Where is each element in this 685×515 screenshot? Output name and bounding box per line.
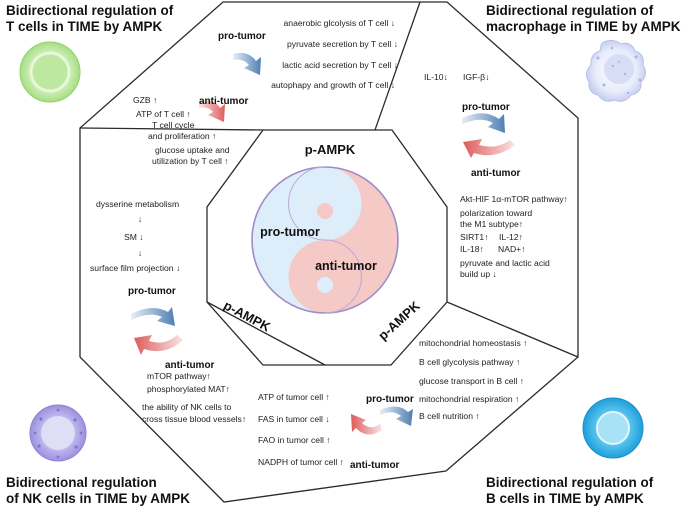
- list-item: surface film projection ↓: [90, 263, 180, 273]
- list-item: pyruvate secretion by T cell ↓: [287, 39, 398, 49]
- nk-pro-tumor-list: dysserine metabolism ↓ SM ↓ ↓ surface fi…: [90, 199, 180, 273]
- t-cell-icon: [19, 41, 81, 103]
- list-item: anaerobic glcolysis of T cell ↓: [284, 18, 395, 28]
- list-item: utilization by T cell ↑: [152, 156, 229, 166]
- b-cell-icon: [582, 397, 644, 459]
- macrophage-cycle-arrows: [462, 113, 515, 158]
- macrophage-icon: [585, 39, 647, 102]
- list-item: T cell cycle: [152, 120, 195, 130]
- b-cell-right-list: mitochondrial homeostasis ↑ B cell glyco…: [419, 338, 527, 421]
- list-item: ATP of T cell ↑: [136, 109, 191, 119]
- list-item: and proliferation ↑: [148, 131, 216, 141]
- pampk-label-top: p-AMPK: [305, 142, 356, 157]
- list-item: pyruvate and lactic acid: [460, 258, 550, 268]
- list-item: cross tissue blood vessels↑: [142, 414, 246, 424]
- b-cell-cycle-arrows: [351, 406, 413, 435]
- list-item: mitochondrial respiration ↑: [419, 394, 519, 404]
- title-macrophage-line1: Bidirectional regulation of: [486, 3, 654, 18]
- t-cell-pro-tumor-label: pro-tumor: [218, 31, 266, 42]
- title-t-cells-line1: Bidirectional regulation of: [6, 3, 174, 18]
- macrophage-anti-tumor-list: Akt-HIF 1α-mTOR pathway↑ polarization to…: [460, 194, 568, 279]
- sector-dividers: [79, 1, 579, 366]
- yin-yang-anti-tumor: anti-tumor: [315, 259, 377, 273]
- b-cell-pro-tumor-label: pro-tumor: [366, 394, 414, 405]
- list-item: glucose transport in B cell ↑: [419, 376, 524, 386]
- list-item: build up ↓: [460, 269, 497, 279]
- title-nk-cells-line1: Bidirectional regulation: [6, 475, 157, 490]
- macrophage-anti-tumor-label: anti-tumor: [471, 168, 521, 179]
- list-item: NAD+↑: [498, 244, 525, 254]
- nk-anti-tumor-list: mTOR pathway↑ phosphorylated MAT↑ the ab…: [142, 371, 246, 424]
- t-cell-anti-tumor-label: anti-tumor: [199, 96, 249, 107]
- list-item: IL-18↑: [460, 244, 484, 254]
- t-cell-cycle-arrows: [199, 52, 261, 122]
- list-item: phosphorylated MAT↑: [147, 384, 230, 394]
- nk-anti-tumor-label: anti-tumor: [165, 360, 215, 371]
- list-item: GZB ↑: [133, 95, 157, 105]
- nk-cycle-arrows: [131, 307, 183, 355]
- title-b-cells-line2: B cells in TIME by AMPK: [486, 491, 644, 506]
- nk-cell-icon: [29, 404, 87, 462]
- list-item: NADPH of tumor cell ↑: [258, 457, 344, 467]
- yin-yang-pro-tumor: pro-tumor: [260, 225, 320, 239]
- list-item: IL-10↓: [424, 72, 448, 82]
- yin-yang-symbol: [251, 166, 399, 314]
- list-item: SM ↓: [124, 232, 144, 242]
- b-cell-anti-tumor-label: anti-tumor: [350, 460, 400, 471]
- t-cell-anti-tumor-list: GZB ↑ ATP of T cell ↑ T cell cycle and p…: [133, 95, 230, 166]
- list-item: B cell nutrition ↑: [419, 411, 480, 421]
- list-item: mitochondrial homeostasis ↑: [419, 338, 527, 348]
- list-item: FAO in tumor cell ↑: [258, 435, 331, 445]
- list-item: the ability of NK cells to: [142, 402, 232, 412]
- list-item: SIRT1↑: [460, 232, 489, 242]
- list-item: glucose uptake and: [155, 145, 230, 155]
- list-item: B cell glycolysis pathway ↑: [419, 357, 520, 367]
- list-item: Akt-HIF 1α-mTOR pathway↑: [460, 194, 568, 204]
- list-item: ATP of tumor cell ↑: [258, 392, 330, 402]
- title-t-cells-line2: T cells in TIME by AMPK: [6, 19, 163, 34]
- list-item: IL-12↑: [499, 232, 523, 242]
- nk-pro-tumor-label: pro-tumor: [128, 286, 176, 297]
- t-cell-pro-tumor-list: anaerobic glcolysis of T cell ↓ pyruvate…: [271, 18, 398, 90]
- list-item: IGF-β↓: [463, 72, 489, 82]
- list-item: autophapy and growth of T cell ↓: [271, 80, 395, 90]
- title-macrophage-line2: macrophage in TIME by AMPK: [486, 19, 681, 34]
- list-item: FAS in tumor cell ↓: [258, 414, 330, 424]
- list-item: mTOR pathway↑: [147, 371, 211, 381]
- title-b-cells-line1: Bidirectional regulation of: [486, 475, 654, 490]
- list-item: dysserine metabolism: [96, 199, 179, 209]
- macrophage-pro-tumor-list: IL-10↓ IGF-β↓: [424, 72, 489, 82]
- list-item: polarization toward: [460, 208, 532, 218]
- b-cell-left-list: ATP of tumor cell ↑ FAS in tumor cell ↓ …: [258, 392, 344, 467]
- title-nk-cells-line2: of NK cells in TIME by AMPK: [6, 491, 190, 506]
- list-item: the M1 subtype↑: [460, 219, 523, 229]
- list-item: lactic acid secretion by T cell ↓: [282, 60, 398, 70]
- list-item: ↓: [138, 248, 142, 258]
- macrophage-pro-tumor-label: pro-tumor: [462, 102, 510, 113]
- list-item: ↓: [138, 214, 142, 224]
